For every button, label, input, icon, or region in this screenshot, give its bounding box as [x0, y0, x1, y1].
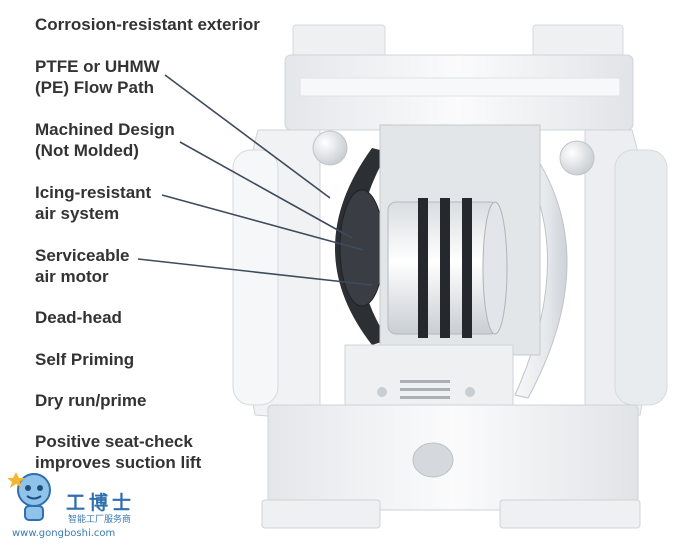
top-manifold — [284, 24, 634, 131]
feature-line: Self Priming — [35, 350, 135, 369]
feature-label: Corrosion-resistant exterior — [35, 14, 260, 35]
feature-line: Dry run/prime — [35, 391, 147, 410]
port-vents — [377, 380, 475, 399]
feature-line: Corrosion-resistant exterior — [35, 15, 260, 34]
robot-mascot-icon — [8, 472, 51, 521]
feature-line: air motor — [35, 267, 109, 286]
left-diaphragm-plate — [339, 189, 385, 307]
lower-base — [261, 344, 641, 529]
feature-line: (PE) Flow Path — [35, 78, 154, 97]
feature-label: Serviceable air motor — [35, 245, 130, 287]
check-ball-left — [312, 130, 348, 166]
feature-label: PTFE or UHMW (PE) Flow Path — [35, 56, 160, 98]
feature-label: Dead-head — [35, 307, 122, 328]
feature-label: Dry run/prime — [35, 390, 146, 411]
leader-flow-path — [164, 74, 331, 199]
feature-label: Machined Design (Not Molded) — [35, 119, 175, 161]
feature-line: Icing-resistant — [35, 183, 152, 202]
side-housings — [232, 129, 668, 421]
left-diaphragm — [335, 148, 388, 345]
watermark: 工博士 智能工厂服务商 www.gongboshi.com — [8, 468, 168, 546]
watermark-url: www.gongboshi.com — [12, 528, 116, 539]
feature-label: Positive seat-check improves suction lift — [35, 431, 201, 473]
feature-line: Positive seat-check — [35, 432, 193, 451]
leader-air-motor — [137, 258, 373, 286]
leader-machined — [179, 141, 353, 239]
leader-icing — [161, 194, 364, 251]
right-diaphragm — [514, 147, 568, 399]
feature-line: Serviceable — [35, 246, 130, 265]
feature-line: (Not Molded) — [35, 141, 139, 160]
feature-label: Self Priming — [35, 349, 134, 370]
watermark-subtitle: 智能工厂服务商 — [68, 515, 132, 525]
feature-line: Machined Design — [35, 120, 175, 139]
feature-line: air system — [35, 204, 120, 223]
feature-line: Dead-head — [35, 308, 122, 327]
feature-line: improves suction lift — [35, 453, 202, 472]
feature-label: Icing-resistant air system — [35, 182, 151, 224]
check-ball-right — [559, 140, 595, 176]
leader-lines — [137, 74, 373, 286]
air-motor — [387, 198, 508, 338]
feature-line: PTFE or UHMW — [35, 57, 160, 76]
watermark-brand: 工博士 — [66, 492, 136, 514]
